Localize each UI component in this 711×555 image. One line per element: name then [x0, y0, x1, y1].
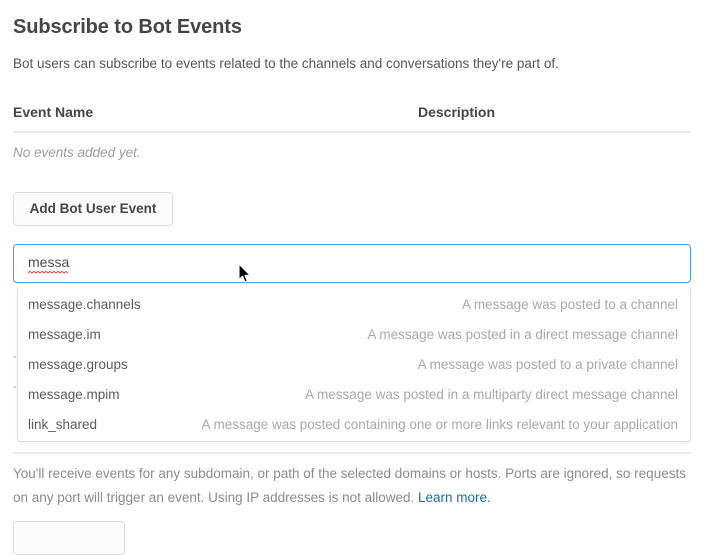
dropdown-option-description: A message was posted to a channel: [461, 297, 678, 312]
dropdown-option-description: A message was posted containing one or m…: [201, 417, 678, 432]
dropdown-option-name: message.mpim: [28, 387, 120, 402]
page-title: Subscribe to Bot Events: [13, 16, 242, 38]
dropdown-option-description: A message was posted in a direct message…: [367, 327, 678, 342]
dropdown-option-description: A message was posted to a private channe…: [417, 357, 678, 372]
dropdown-option[interactable]: link_shared A message was posted contain…: [18, 410, 690, 440]
subscribe-bot-events-page: Subscribe to Bot Events Bot users can su…: [13, 16, 693, 555]
table-header-divider: [13, 131, 691, 133]
dropdown-option-name: message.channels: [28, 297, 141, 312]
events-table-header: Event Name Description: [13, 104, 691, 127]
learn-more-link[interactable]: Learn more.: [417, 490, 491, 505]
add-bot-user-event-button[interactable]: Add Bot User Event: [13, 192, 173, 226]
dropdown-option-name: message.im: [28, 327, 101, 342]
page-subtitle: Bot users can subscribe to events relate…: [13, 56, 559, 71]
dropdown-option-description: A message was posted in a multiparty dir…: [305, 387, 678, 402]
footer-divider: [13, 452, 691, 454]
dropdown-option-name: message.groups: [28, 357, 128, 372]
column-header-description: Description: [418, 104, 496, 120]
bottom-partial-button[interactable]: [13, 521, 125, 555]
empty-state-message: No events added yet.: [13, 145, 141, 160]
background-content-sliver: [13, 386, 16, 388]
footer-note: You'll receive events for any subdomain,…: [13, 462, 693, 510]
column-header-event-name: Event Name: [13, 104, 94, 120]
dropdown-option-name: link_shared: [28, 417, 98, 432]
background-content-sliver: [13, 356, 16, 358]
dropdown-option[interactable]: message.im A message was posted in a dir…: [18, 320, 690, 350]
dropdown-option[interactable]: message.channels A message was posted to…: [18, 290, 690, 320]
dropdown-option[interactable]: message.groups A message was posted to a…: [18, 350, 690, 380]
event-suggestions-dropdown[interactable]: message.channels A message was posted to…: [17, 287, 691, 442]
footer-note-text: You'll receive events for any subdomain,…: [13, 466, 686, 505]
dropdown-option[interactable]: message.mpim A message was posted in a m…: [18, 380, 690, 410]
event-search-input[interactable]: [13, 244, 691, 283]
